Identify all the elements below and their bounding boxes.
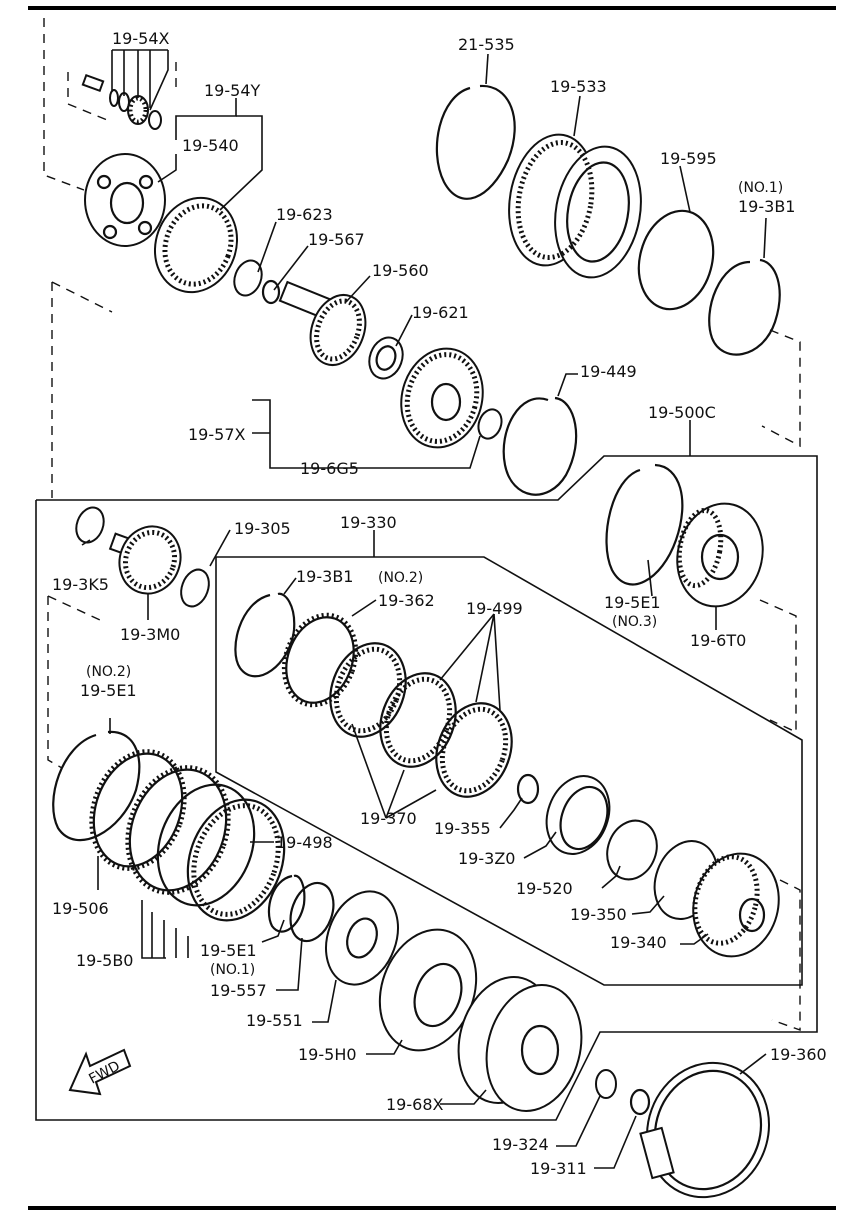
snap-ring-19-500c bbox=[605, 463, 684, 586]
gear-19-3m0 bbox=[108, 525, 182, 595]
outer-group-frame bbox=[35, 455, 818, 1121]
label-19-595: 19-595 bbox=[660, 149, 717, 168]
inner-group-frame bbox=[215, 556, 803, 986]
label-no3: (NO.3) bbox=[612, 614, 657, 630]
label-19-362: 19-362 bbox=[378, 591, 435, 610]
label-no2-b: (NO.2) bbox=[86, 664, 131, 680]
label-19-557: 19-557 bbox=[210, 981, 267, 1000]
label-19-3z0: 19-3Z0 bbox=[458, 849, 515, 868]
snap-ring-19-5e1-no1 bbox=[267, 874, 306, 933]
plate-19-506 bbox=[92, 752, 184, 868]
label-19-560: 19-560 bbox=[372, 261, 429, 280]
label-19-499: 19-499 bbox=[466, 599, 523, 618]
label-19-533: 19-533 bbox=[550, 77, 607, 96]
label-19-498: 19-498 bbox=[276, 833, 333, 852]
drum-19-533 bbox=[508, 133, 642, 279]
snap-ring-19-3b1-no1 bbox=[708, 258, 781, 356]
label-19-340: 19-340 bbox=[610, 933, 667, 952]
label-19-360: 19-360 bbox=[770, 1045, 827, 1064]
label-19-449: 19-449 bbox=[580, 362, 637, 381]
label-19-540: 19-540 bbox=[182, 136, 239, 155]
washer-19-623 bbox=[233, 259, 263, 297]
carrier-19-57x bbox=[400, 347, 484, 449]
label-no2-a: (NO.2) bbox=[378, 570, 423, 586]
spring-19-520 bbox=[606, 819, 658, 881]
bearing-19-621-inner bbox=[375, 345, 397, 371]
label-19-3b1-b: 19-3B1 bbox=[296, 567, 353, 586]
label-19-621: 19-621 bbox=[412, 303, 469, 322]
part-labels: 19-54X 19-54Y 19-540 21-535 19-533 19-59… bbox=[52, 29, 827, 1178]
label-19-500c: 19-500C bbox=[648, 403, 716, 422]
ring-21-535 bbox=[435, 84, 516, 200]
dashed-guides bbox=[43, 18, 801, 1031]
pinion-set-19-54x bbox=[81, 73, 162, 130]
piston-19-3z0-inner bbox=[559, 785, 609, 851]
clutch-plates-19-370-19-499 bbox=[329, 642, 513, 798]
label-no1-b: (NO.1) bbox=[210, 962, 255, 978]
label-19-5b0: 19-5B0 bbox=[76, 951, 133, 970]
label-no1-a: (NO.1) bbox=[738, 180, 783, 196]
washer-19-3k5 bbox=[75, 506, 105, 544]
label-19-5e1-c: 19-5E1 bbox=[200, 941, 257, 960]
drum-19-68x bbox=[457, 976, 583, 1112]
bearing-19-305 bbox=[180, 568, 210, 608]
label-19-567: 19-567 bbox=[308, 230, 365, 249]
label-19-350: 19-350 bbox=[570, 905, 627, 924]
plate-19-362-teeth bbox=[281, 612, 359, 708]
planetary-carrier-19-540 bbox=[84, 153, 166, 247]
ring-19-355 bbox=[516, 773, 540, 805]
ring-19-567 bbox=[261, 279, 281, 305]
fwd-arrow-icon bbox=[68, 1048, 132, 1096]
label-19-54y: 19-54Y bbox=[204, 81, 260, 100]
ring-gear-19-54y bbox=[153, 196, 239, 294]
label-19-3k5: 19-3K5 bbox=[52, 575, 109, 594]
label-19-57x: 19-57X bbox=[188, 425, 245, 444]
washer-19-324 bbox=[595, 1069, 617, 1099]
washer-19-6g5 bbox=[477, 408, 503, 440]
label-19-330: 19-330 bbox=[340, 513, 397, 532]
label-19-305: 19-305 bbox=[234, 519, 291, 538]
ring-19-595 bbox=[637, 209, 715, 311]
snap-ring-19-3b1-no2 bbox=[234, 592, 296, 678]
label-19-3b1-a: 19-3B1 bbox=[738, 197, 795, 216]
sun-gear-shaft-19-560 bbox=[278, 280, 367, 366]
brake-band-19-360 bbox=[639, 1061, 770, 1199]
label-19-5e1-a: 19-5E1 bbox=[604, 593, 661, 612]
label-19-520: 19-520 bbox=[516, 879, 573, 898]
label-19-506: 19-506 bbox=[52, 899, 109, 918]
label-19-5e1-b: 19-5E1 bbox=[80, 681, 137, 700]
label-19-324: 19-324 bbox=[492, 1135, 549, 1154]
label-19-551: 19-551 bbox=[246, 1011, 303, 1030]
bearing-19-621 bbox=[368, 336, 404, 380]
label-21-535: 21-535 bbox=[458, 35, 515, 54]
label-19-6t0: 19-6T0 bbox=[690, 631, 746, 650]
spring-19-551 bbox=[325, 890, 399, 986]
label-19-6g5: 19-6G5 bbox=[300, 459, 359, 478]
label-19-5h0: 19-5H0 bbox=[298, 1045, 357, 1064]
drum-19-340 bbox=[692, 852, 780, 958]
label-19-3m0: 19-3M0 bbox=[120, 625, 180, 644]
label-19-54x: 19-54X bbox=[112, 29, 169, 48]
snap-ring-19-449 bbox=[502, 396, 578, 496]
label-19-311: 19-311 bbox=[530, 1159, 587, 1178]
plate-19-506-teeth bbox=[89, 749, 187, 871]
label-19-370: 19-370 bbox=[360, 809, 417, 828]
label-19-355: 19-355 bbox=[434, 819, 491, 838]
leader-lines bbox=[81, 49, 767, 1169]
label-19-623: 19-623 bbox=[276, 205, 333, 224]
snap-ring-19-5e1-no2 bbox=[52, 730, 141, 842]
ring-19-311 bbox=[629, 1088, 651, 1116]
clutch-plates-19-5b0-19-498 bbox=[125, 765, 286, 922]
label-19-68x: 19-68X bbox=[386, 1095, 443, 1114]
hub-19-6t0 bbox=[676, 502, 764, 608]
